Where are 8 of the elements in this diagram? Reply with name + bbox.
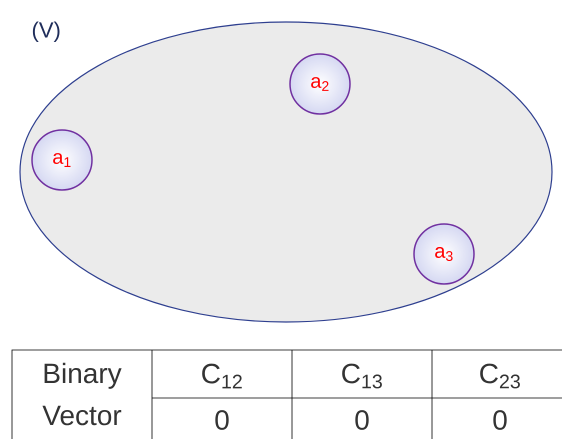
column-header: C$_{13}$ — [342, 364, 382, 388]
column-header: C$_{23}$ — [480, 364, 520, 388]
column-header: C$_{12}$ — [202, 364, 242, 388]
table-value: 0 — [215, 410, 229, 430]
row-header: Binary Vector — [42, 362, 122, 426]
table-value: 0 — [493, 410, 507, 430]
table-value: 0 — [355, 410, 369, 430]
region-label: (V) — [32, 22, 60, 42]
